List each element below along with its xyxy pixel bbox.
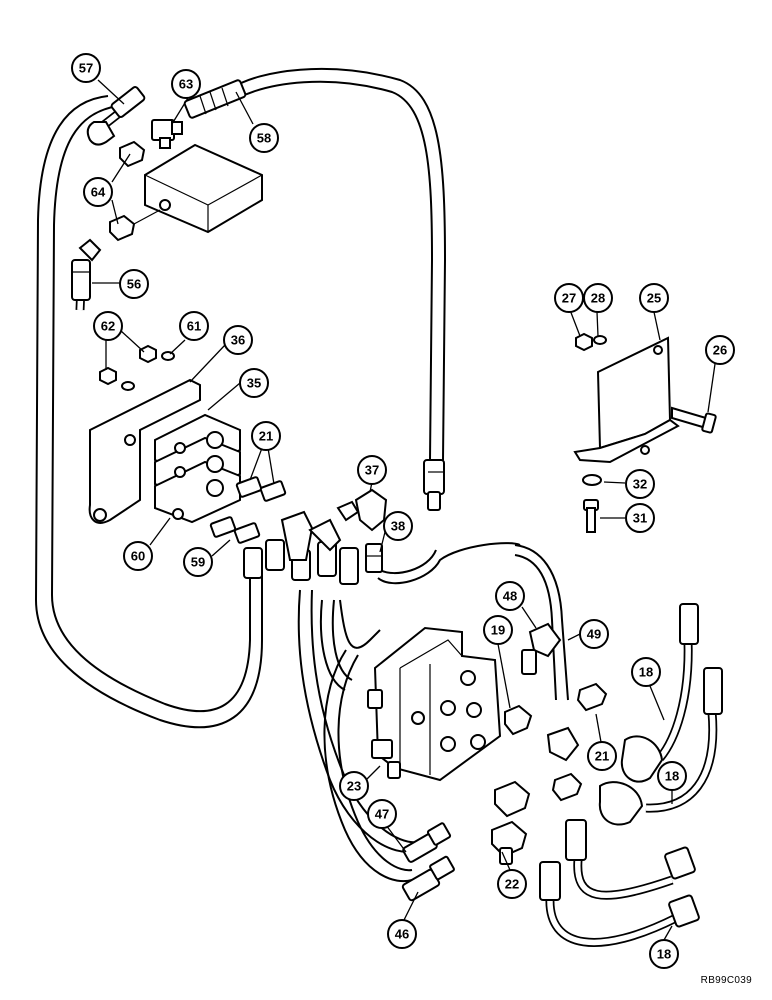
svg-text:64: 64 <box>91 185 106 200</box>
callout-31: 31 <box>625 503 655 533</box>
svg-text:57: 57 <box>79 61 93 76</box>
callout-22: 22 <box>497 869 527 899</box>
callout-37: 37 <box>357 455 387 485</box>
callout-48: 48 <box>495 581 525 611</box>
svg-text:62: 62 <box>101 319 115 334</box>
svg-text:61: 61 <box>187 319 201 334</box>
callout-18-lower: 18 <box>649 939 679 969</box>
svg-text:35: 35 <box>247 376 261 391</box>
callout-64: 64 <box>83 177 113 207</box>
svg-text:48: 48 <box>503 589 517 604</box>
callout-61: 61 <box>179 311 209 341</box>
hoses-18 <box>401 603 723 947</box>
callout-27: 27 <box>554 283 584 313</box>
svg-text:18: 18 <box>639 665 653 680</box>
svg-text:22: 22 <box>505 877 519 892</box>
valve-stack <box>88 378 241 524</box>
hose-loops <box>34 68 569 883</box>
svg-text:49: 49 <box>587 627 601 642</box>
callout-57: 57 <box>71 53 101 83</box>
callout-21-upper: 21 <box>251 421 281 451</box>
svg-text:21: 21 <box>595 749 609 764</box>
callout-38: 38 <box>383 511 413 541</box>
svg-text:27: 27 <box>562 291 576 306</box>
svg-text:31: 31 <box>633 511 647 526</box>
svg-text:19: 19 <box>491 623 505 638</box>
svg-text:59: 59 <box>191 555 205 570</box>
callout-60: 60 <box>123 541 153 571</box>
svg-text:32: 32 <box>633 477 647 492</box>
callout-18-upper: 18 <box>631 657 661 687</box>
callout-18-middle: 18 <box>657 761 687 791</box>
callouts: 57 63 58 64 56 62 61 36 35 21 37 38 60 5… <box>71 53 735 969</box>
pump-block <box>367 626 502 782</box>
svg-text:58: 58 <box>257 131 271 146</box>
svg-text:56: 56 <box>127 277 141 292</box>
callout-49: 49 <box>579 619 609 649</box>
right-fittings <box>491 622 608 865</box>
callout-59: 59 <box>183 547 213 577</box>
bracket-25 <box>573 332 717 533</box>
callout-19: 19 <box>483 615 513 645</box>
top-fittings <box>71 79 263 311</box>
callout-21-lower: 21 <box>587 741 617 771</box>
callout-63: 63 <box>171 69 201 99</box>
callout-35: 35 <box>239 368 269 398</box>
svg-text:21: 21 <box>259 429 273 444</box>
svg-text:38: 38 <box>391 519 405 534</box>
leader-lines <box>92 79 716 941</box>
svg-text:63: 63 <box>179 77 193 92</box>
callout-36: 36 <box>223 325 253 355</box>
drawing-code: RB99C039 <box>700 975 752 986</box>
svg-text:23: 23 <box>347 779 361 794</box>
svg-text:47: 47 <box>375 807 389 822</box>
svg-text:26: 26 <box>713 343 727 358</box>
callout-32: 32 <box>625 469 655 499</box>
valve-fittings <box>209 459 445 585</box>
callout-23: 23 <box>339 771 369 801</box>
callout-58: 58 <box>249 123 279 153</box>
callout-47: 47 <box>367 799 397 829</box>
svg-text:60: 60 <box>131 549 145 564</box>
callout-28: 28 <box>583 283 613 313</box>
hardware-62-61 <box>99 344 175 391</box>
callout-46: 46 <box>387 919 417 949</box>
callout-25: 25 <box>639 283 669 313</box>
svg-text:37: 37 <box>365 463 379 478</box>
svg-text:18: 18 <box>665 769 679 784</box>
svg-text:46: 46 <box>395 927 409 942</box>
callout-26: 26 <box>705 335 735 365</box>
svg-text:25: 25 <box>647 291 661 306</box>
callout-56: 56 <box>119 269 149 299</box>
svg-text:36: 36 <box>231 333 245 348</box>
callout-62: 62 <box>93 311 123 341</box>
svg-text:28: 28 <box>591 291 605 306</box>
svg-text:18: 18 <box>657 947 671 962</box>
